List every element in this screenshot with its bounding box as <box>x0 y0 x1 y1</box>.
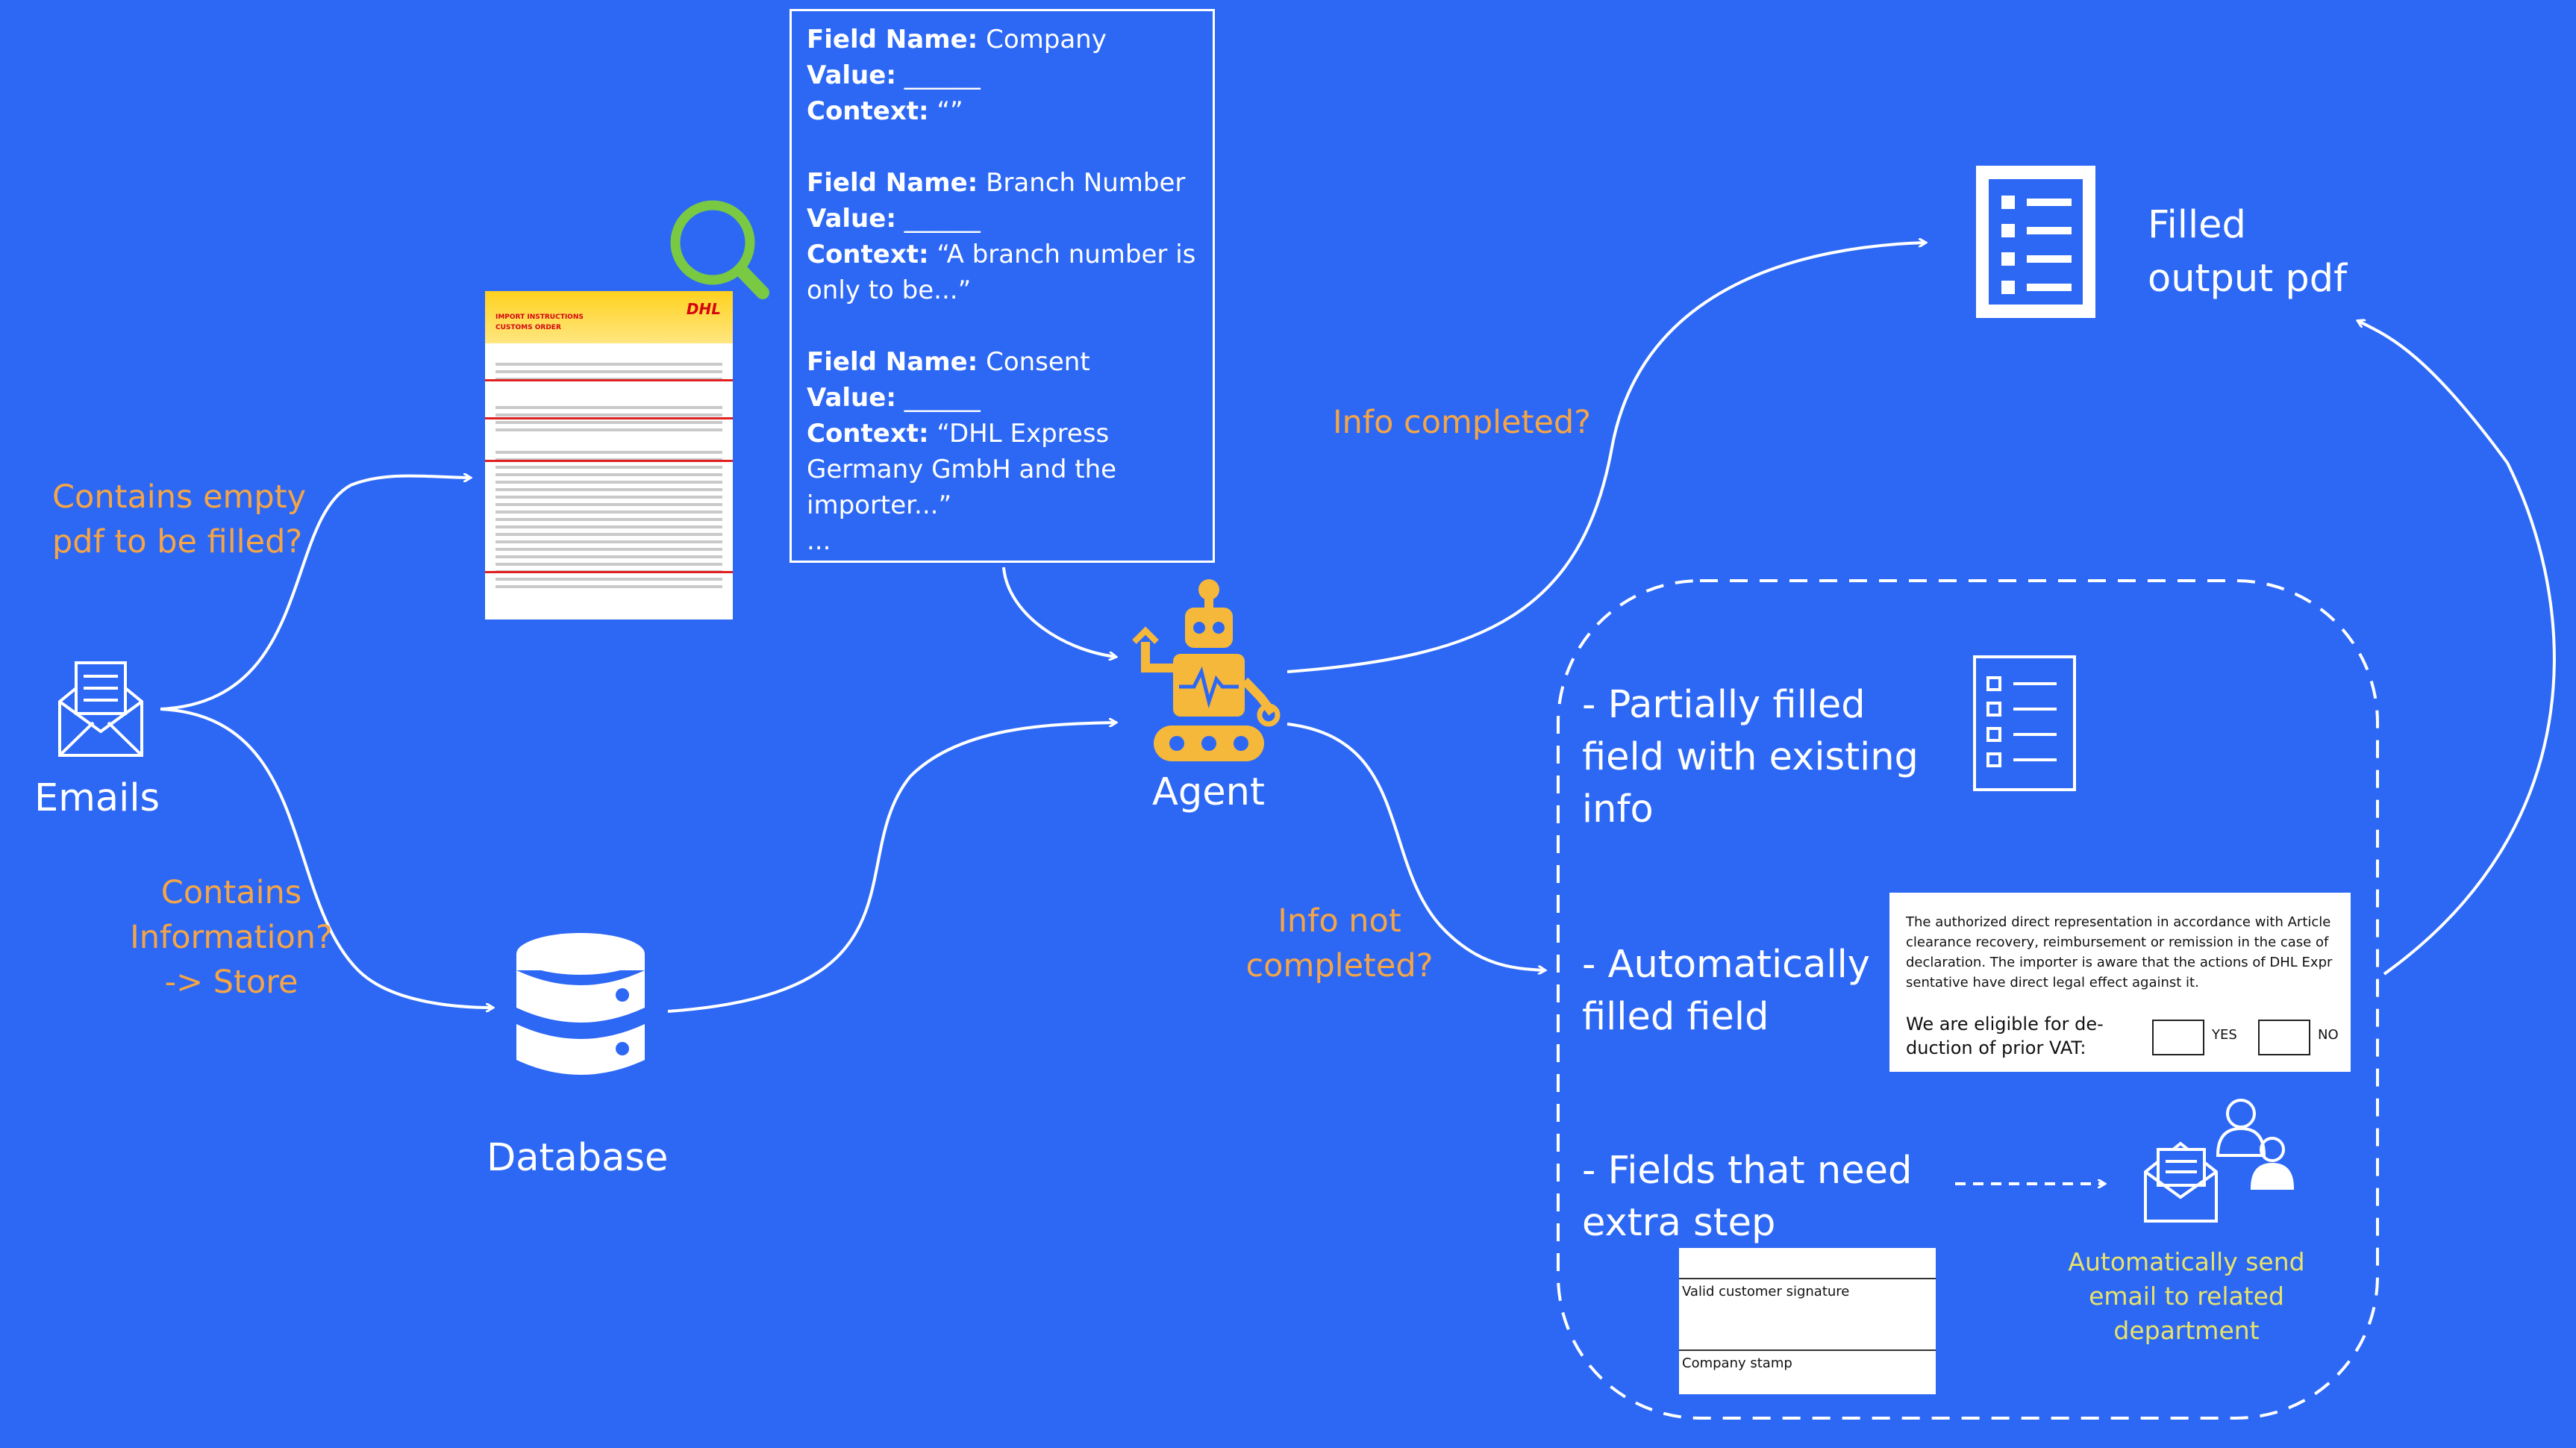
email-department-icon <box>2144 1099 2295 1223</box>
database-label: Database <box>487 1136 669 1180</box>
extracted-fields-card: Field Name: Company Value: ______ Contex… <box>790 9 1215 563</box>
case-automatically-filled: - Automatically filled field <box>1582 943 1870 1039</box>
empty-pdf-form: IMPORT INSTRUCTIONS CUSTOMS ORDER DHL <box>485 291 733 620</box>
field-entry: Field Name: Consent Value: ______ Contex… <box>807 344 1198 559</box>
output-label: Filled output pdf <box>2148 203 2348 301</box>
auto-email-label: Automatically send email to related depa… <box>2068 1247 2305 1345</box>
snippet-question: We are eligible for de- duction of prior… <box>1906 1014 2104 1058</box>
arrow-agent-to-cases <box>1287 723 1545 970</box>
arrow-card-to-agent <box>1002 567 1116 657</box>
arrow-emails-to-database <box>160 708 493 1008</box>
form-highlight-top <box>485 379 733 419</box>
form-highlight-bottom <box>485 460 733 573</box>
arrow-agent-to-output <box>1287 243 1925 673</box>
agent-robot-icon <box>1132 579 1281 761</box>
form-title-customs: CUSTOMS ORDER <box>495 324 561 331</box>
cases-dashed-boundary <box>1557 579 2379 1420</box>
consent-snippet: The authorized direct representation in … <box>1889 893 2351 1072</box>
checklist-icon <box>1973 655 2076 791</box>
dhl-logo: DHL <box>686 300 721 318</box>
snippet-yes-label: YES <box>2212 1027 2237 1043</box>
question-info-completed: Info completed? <box>1333 404 1592 441</box>
snippet-no-label: NO <box>2318 1027 2339 1043</box>
field-card-ellipsis: ... <box>807 526 831 556</box>
question-contains-pdf: Contains empty pdf to be filled? <box>52 478 307 561</box>
checkbox-no[interactable] <box>2258 1020 2310 1055</box>
database-icon <box>516 933 645 1075</box>
output-document-icon <box>1976 166 2095 318</box>
case-partially-filled: - Partially filled field with existing i… <box>1582 683 1919 831</box>
signature-row: Valid customer signature <box>1679 1278 1936 1349</box>
agent-label: Agent <box>1152 770 1265 814</box>
case-extra-step: - Fields that need extra step <box>1582 1149 1913 1245</box>
search-icon <box>670 200 769 299</box>
checkbox-yes[interactable] <box>2152 1020 2204 1055</box>
question-contains-info: Contains Information? -> Store <box>130 874 333 1001</box>
question-info-not-completed: Info not completed? <box>1245 902 1434 984</box>
emails-label: Emails <box>34 776 160 820</box>
stamp-row: Company stamp <box>1679 1349 1936 1394</box>
field-entry: Field Name: Company Value: ______ Contex… <box>807 25 1107 126</box>
arrow-emails-to-form <box>160 476 470 711</box>
arrow-cases-to-output <box>2358 321 2556 976</box>
snippet-text: The authorized direct representation in … <box>1906 914 2333 990</box>
arrow-database-to-agent <box>667 723 1116 1013</box>
field-entry: Field Name: Branch Number Value: ______ … <box>807 168 1196 305</box>
signature-table: Valid customer signature Company stamp <box>1679 1248 1936 1394</box>
email-icon <box>58 661 143 757</box>
form-title-import: IMPORT INSTRUCTIONS <box>495 313 584 321</box>
